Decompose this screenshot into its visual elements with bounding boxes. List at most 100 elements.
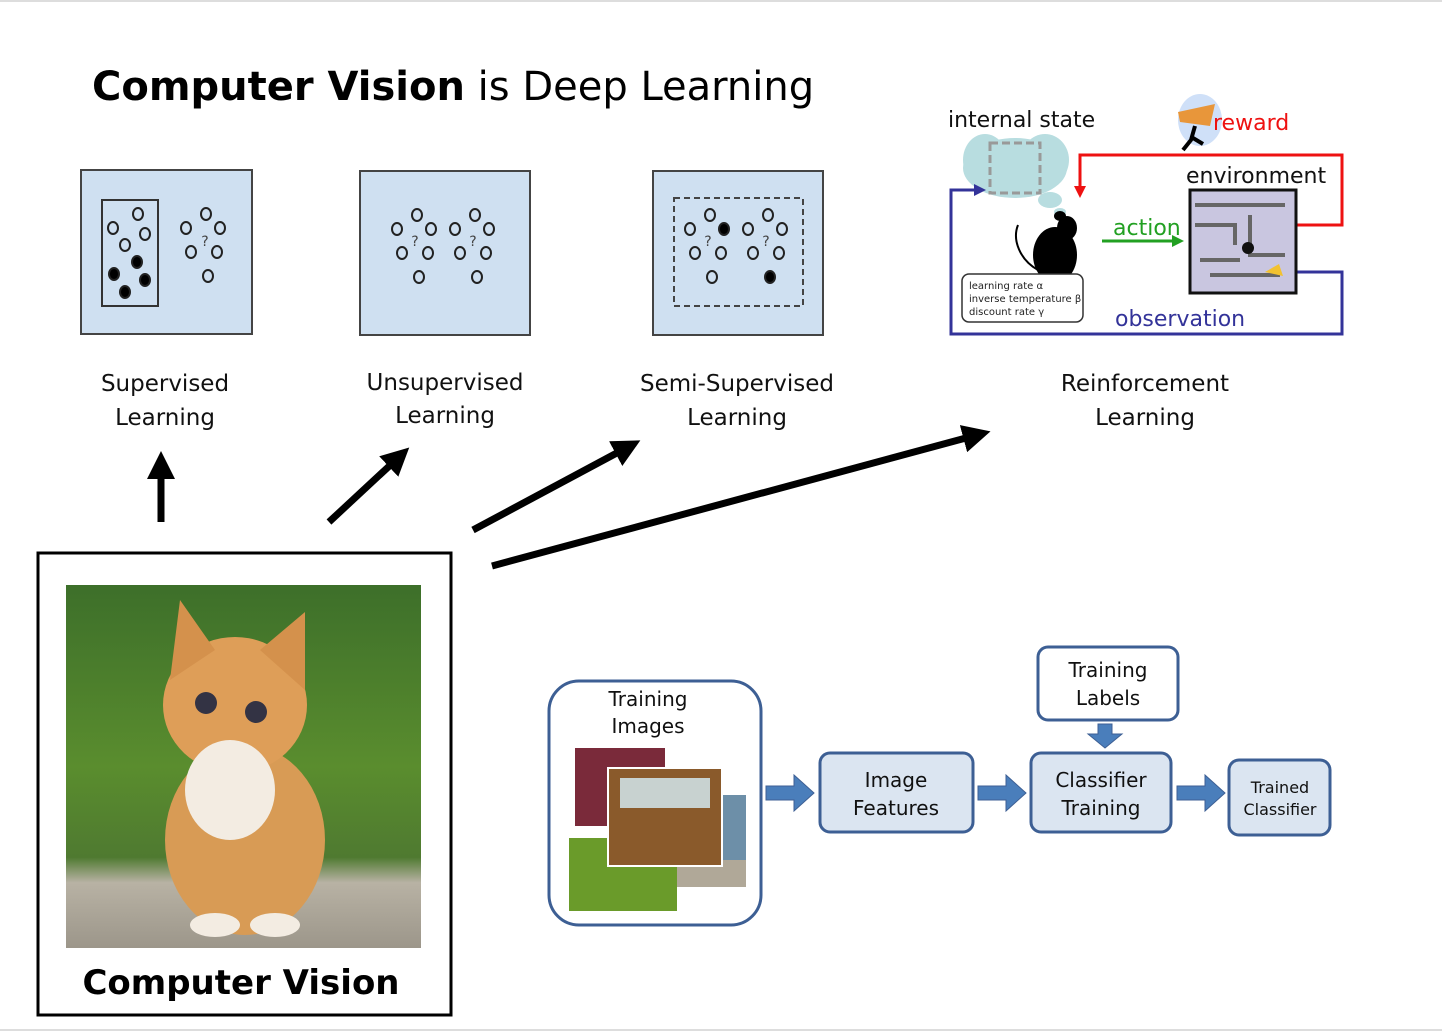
supervised-panel: ? <box>80 169 253 335</box>
reward-label: reward <box>1213 111 1289 136</box>
empty-dot <box>483 222 495 236</box>
branch-arrows <box>147 425 991 570</box>
reinforcement-diagram: internal state reward environment action <box>948 94 1344 336</box>
filled-dot <box>764 270 776 284</box>
empty-dot <box>214 221 226 235</box>
filled-dot <box>131 255 143 269</box>
image-features-label-2: Features <box>853 796 939 820</box>
parameters-box <box>961 273 1084 323</box>
empty-dot <box>180 221 192 235</box>
arrow-icon <box>977 773 1027 813</box>
label-semi-2: Learning <box>687 405 787 431</box>
empty-dot <box>449 222 461 236</box>
training-labels-label-1: Training <box>1068 658 1148 682</box>
label-rl-1: Reinforcement <box>1061 371 1229 397</box>
empty-dot <box>469 208 481 222</box>
empty-dot <box>773 246 785 260</box>
empty-dot <box>689 246 701 260</box>
filled-dot <box>139 273 151 287</box>
computer-vision-box: Computer Vision <box>36 551 453 1017</box>
training-labels-label-2: Labels <box>1076 686 1140 710</box>
trained-classifier-label-2: Classifier <box>1243 800 1316 819</box>
classification-pipeline: Training Images Image Features Classifie… <box>547 645 1332 927</box>
empty-dot <box>391 222 403 236</box>
empty-dot <box>742 222 754 236</box>
empty-dot <box>480 246 492 260</box>
classifier-training-label-2: Training <box>1061 796 1141 820</box>
classifier-training-box <box>1029 751 1173 834</box>
thought-cloud-icon <box>963 134 1069 216</box>
question-mark: ? <box>762 234 769 250</box>
semi-supervised-panel: ? ? <box>652 170 824 336</box>
label-unsupervised-2: Learning <box>395 403 495 429</box>
empty-dot <box>425 222 437 236</box>
label-semi-1: Semi-Supervised <box>640 371 834 397</box>
arrow-to-reinforcement <box>491 425 991 570</box>
image-features-label-1: Image <box>865 768 928 792</box>
empty-dot <box>762 208 774 222</box>
filled-dot <box>108 267 120 281</box>
empty-dot <box>200 207 212 221</box>
filled-dot <box>718 222 730 236</box>
empty-dot <box>132 207 144 221</box>
label-supervised-2: Learning <box>115 405 215 431</box>
filled-dot <box>119 285 131 299</box>
empty-dot <box>747 246 759 260</box>
question-mark: ? <box>411 234 418 250</box>
empty-dot <box>704 208 716 222</box>
empty-dot <box>776 222 788 236</box>
empty-dot <box>202 269 214 283</box>
action-label: action <box>1113 216 1181 241</box>
empty-dot <box>684 222 696 236</box>
empty-dot <box>422 246 434 260</box>
trained-classifier-label-1: Trained <box>1250 778 1309 797</box>
computer-vision-caption: Computer Vision <box>82 963 399 1003</box>
question-mark: ? <box>469 234 476 250</box>
empty-dot <box>119 238 131 252</box>
question-mark: ? <box>201 234 208 250</box>
mouse-icon <box>1015 211 1077 283</box>
param-learning-rate: learning rate α <box>969 281 1043 292</box>
trained-classifier-box <box>1227 758 1332 837</box>
training-images-label-2: Images <box>611 714 684 738</box>
arrow-to-unsupervised <box>326 447 410 525</box>
empty-dot <box>715 246 727 260</box>
empty-dot <box>471 270 483 284</box>
empty-dot <box>185 245 197 259</box>
label-unsupervised-1: Unsupervised <box>367 370 524 396</box>
empty-dot <box>396 246 408 260</box>
training-image-thumbnails <box>569 748 746 911</box>
reward-arrow <box>1074 153 1344 227</box>
kitten-image <box>66 585 421 948</box>
observation-arrow <box>949 184 1344 336</box>
classifier-training-label-1: Classifier <box>1055 768 1147 792</box>
question-mark: ? <box>704 234 711 250</box>
empty-dot <box>454 246 466 260</box>
unsupervised-panel: ? ? <box>359 170 531 336</box>
empty-dot <box>706 270 718 284</box>
empty-dot <box>139 227 151 241</box>
arrow-icon <box>765 773 815 813</box>
internal-state-label: internal state <box>948 108 1095 133</box>
empty-dot <box>413 270 425 284</box>
label-supervised-1: Supervised <box>101 371 229 397</box>
image-features-box <box>818 751 975 834</box>
empty-dot <box>411 208 423 222</box>
slide-title: Computer Vision is Deep Learning <box>92 64 814 110</box>
pipeline-arrows <box>765 723 1226 813</box>
arrow-to-semi-supervised <box>471 440 641 534</box>
training-images-label-1: Training <box>608 687 688 711</box>
training-labels-box <box>1036 645 1180 722</box>
label-rl-2: Learning <box>1095 405 1195 431</box>
param-discount-rate: discount rate γ <box>969 307 1044 318</box>
environment-label: environment <box>1186 164 1326 189</box>
observation-label: observation <box>1115 307 1245 332</box>
param-inverse-temperature: inverse temperature β <box>969 294 1081 305</box>
reward-runner-icon <box>1178 94 1222 152</box>
arrow-icon <box>1176 773 1226 813</box>
maze-icon <box>1188 188 1298 295</box>
empty-dot <box>211 245 223 259</box>
empty-dot <box>107 221 119 235</box>
arrow-icon <box>1086 723 1124 749</box>
